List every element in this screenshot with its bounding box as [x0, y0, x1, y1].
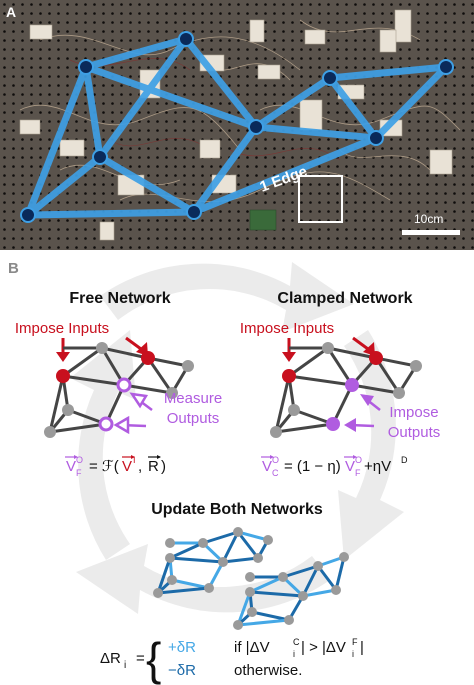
svg-text:O: O: [355, 455, 362, 465]
svg-text:| > |ΔV: | > |ΔV: [301, 639, 346, 656]
svg-text:V: V: [262, 458, 272, 475]
update-rule: ΔR i = { +δR if |ΔV C i | > |ΔV F i | −δ…: [100, 633, 364, 685]
svg-text:F: F: [355, 468, 361, 478]
svg-text:V: V: [122, 458, 132, 475]
svg-text:= (1 − η): = (1 − η): [284, 458, 341, 475]
svg-text:D: D: [401, 455, 408, 465]
svg-text:ΔR: ΔR: [100, 650, 121, 667]
svg-text:V: V: [345, 458, 355, 475]
svg-text:+ηV: +ηV: [364, 458, 391, 475]
svg-text:otherwise.: otherwise.: [234, 662, 302, 679]
svg-text:|: |: [360, 639, 364, 656]
clamped-equation: V O C = (1 − η) V O F +ηV D: [261, 455, 408, 478]
clamped-impose-inputs-label: Impose Inputs: [240, 320, 334, 337]
scale-label: 10cm: [414, 212, 443, 226]
panel-b-label: B: [8, 260, 19, 277]
free-measure-arrows: [113, 392, 153, 435]
edge-highlight-box: [298, 175, 343, 223]
svg-text:C: C: [293, 637, 300, 647]
update-network-left-nodes: [153, 527, 273, 598]
svg-text:O: O: [76, 455, 83, 465]
clamped-impose-arrows: [344, 394, 381, 432]
panel-a-label: A: [6, 4, 16, 20]
svg-text:O: O: [272, 455, 279, 465]
update-title: Update Both Networks: [151, 501, 323, 518]
svg-text:R: R: [148, 458, 159, 475]
svg-text:): ): [161, 458, 166, 475]
svg-text:= ℱ(: = ℱ(: [89, 458, 119, 475]
svg-text:,: ,: [138, 458, 142, 475]
svg-text:i: i: [124, 660, 126, 671]
svg-text:F: F: [352, 637, 358, 647]
free-impose-inputs-label: Impose Inputs: [15, 320, 109, 337]
svg-text:i: i: [352, 649, 354, 659]
svg-text:+δR: +δR: [168, 639, 196, 656]
svg-text:F: F: [76, 468, 82, 478]
clamped-network-nodes: [270, 342, 422, 438]
svg-text:i: i: [293, 649, 295, 659]
clamped-impose-label: Impose: [389, 404, 438, 421]
svg-text:V: V: [66, 458, 76, 475]
panel-a-photo: 1 Edge 10cm A: [0, 0, 474, 250]
network-edges: [24, 35, 450, 219]
svg-text:−δR: −δR: [168, 662, 196, 679]
svg-text:if |ΔV: if |ΔV: [234, 639, 270, 656]
update-network-right-nodes: [233, 552, 349, 630]
clamped-network-title: Clamped Network: [277, 290, 412, 307]
free-network-nodes: [44, 342, 194, 438]
svg-text:=: =: [136, 650, 145, 667]
scale-bar: [402, 230, 460, 235]
free-measure-label: Measure: [164, 390, 222, 407]
svg-text:{: {: [146, 633, 161, 685]
panel-b-diagram: B Free Network Impose Inputs: [8, 260, 441, 685]
clamped-outputs-label: Outputs: [388, 424, 441, 441]
free-outputs-label: Outputs: [167, 410, 220, 427]
free-network-title: Free Network: [69, 290, 170, 307]
free-equation: V O F = ℱ( V I , R ): [65, 455, 166, 478]
network-nodes: [20, 31, 454, 223]
svg-text:C: C: [272, 468, 279, 478]
svg-text:I: I: [133, 455, 136, 465]
